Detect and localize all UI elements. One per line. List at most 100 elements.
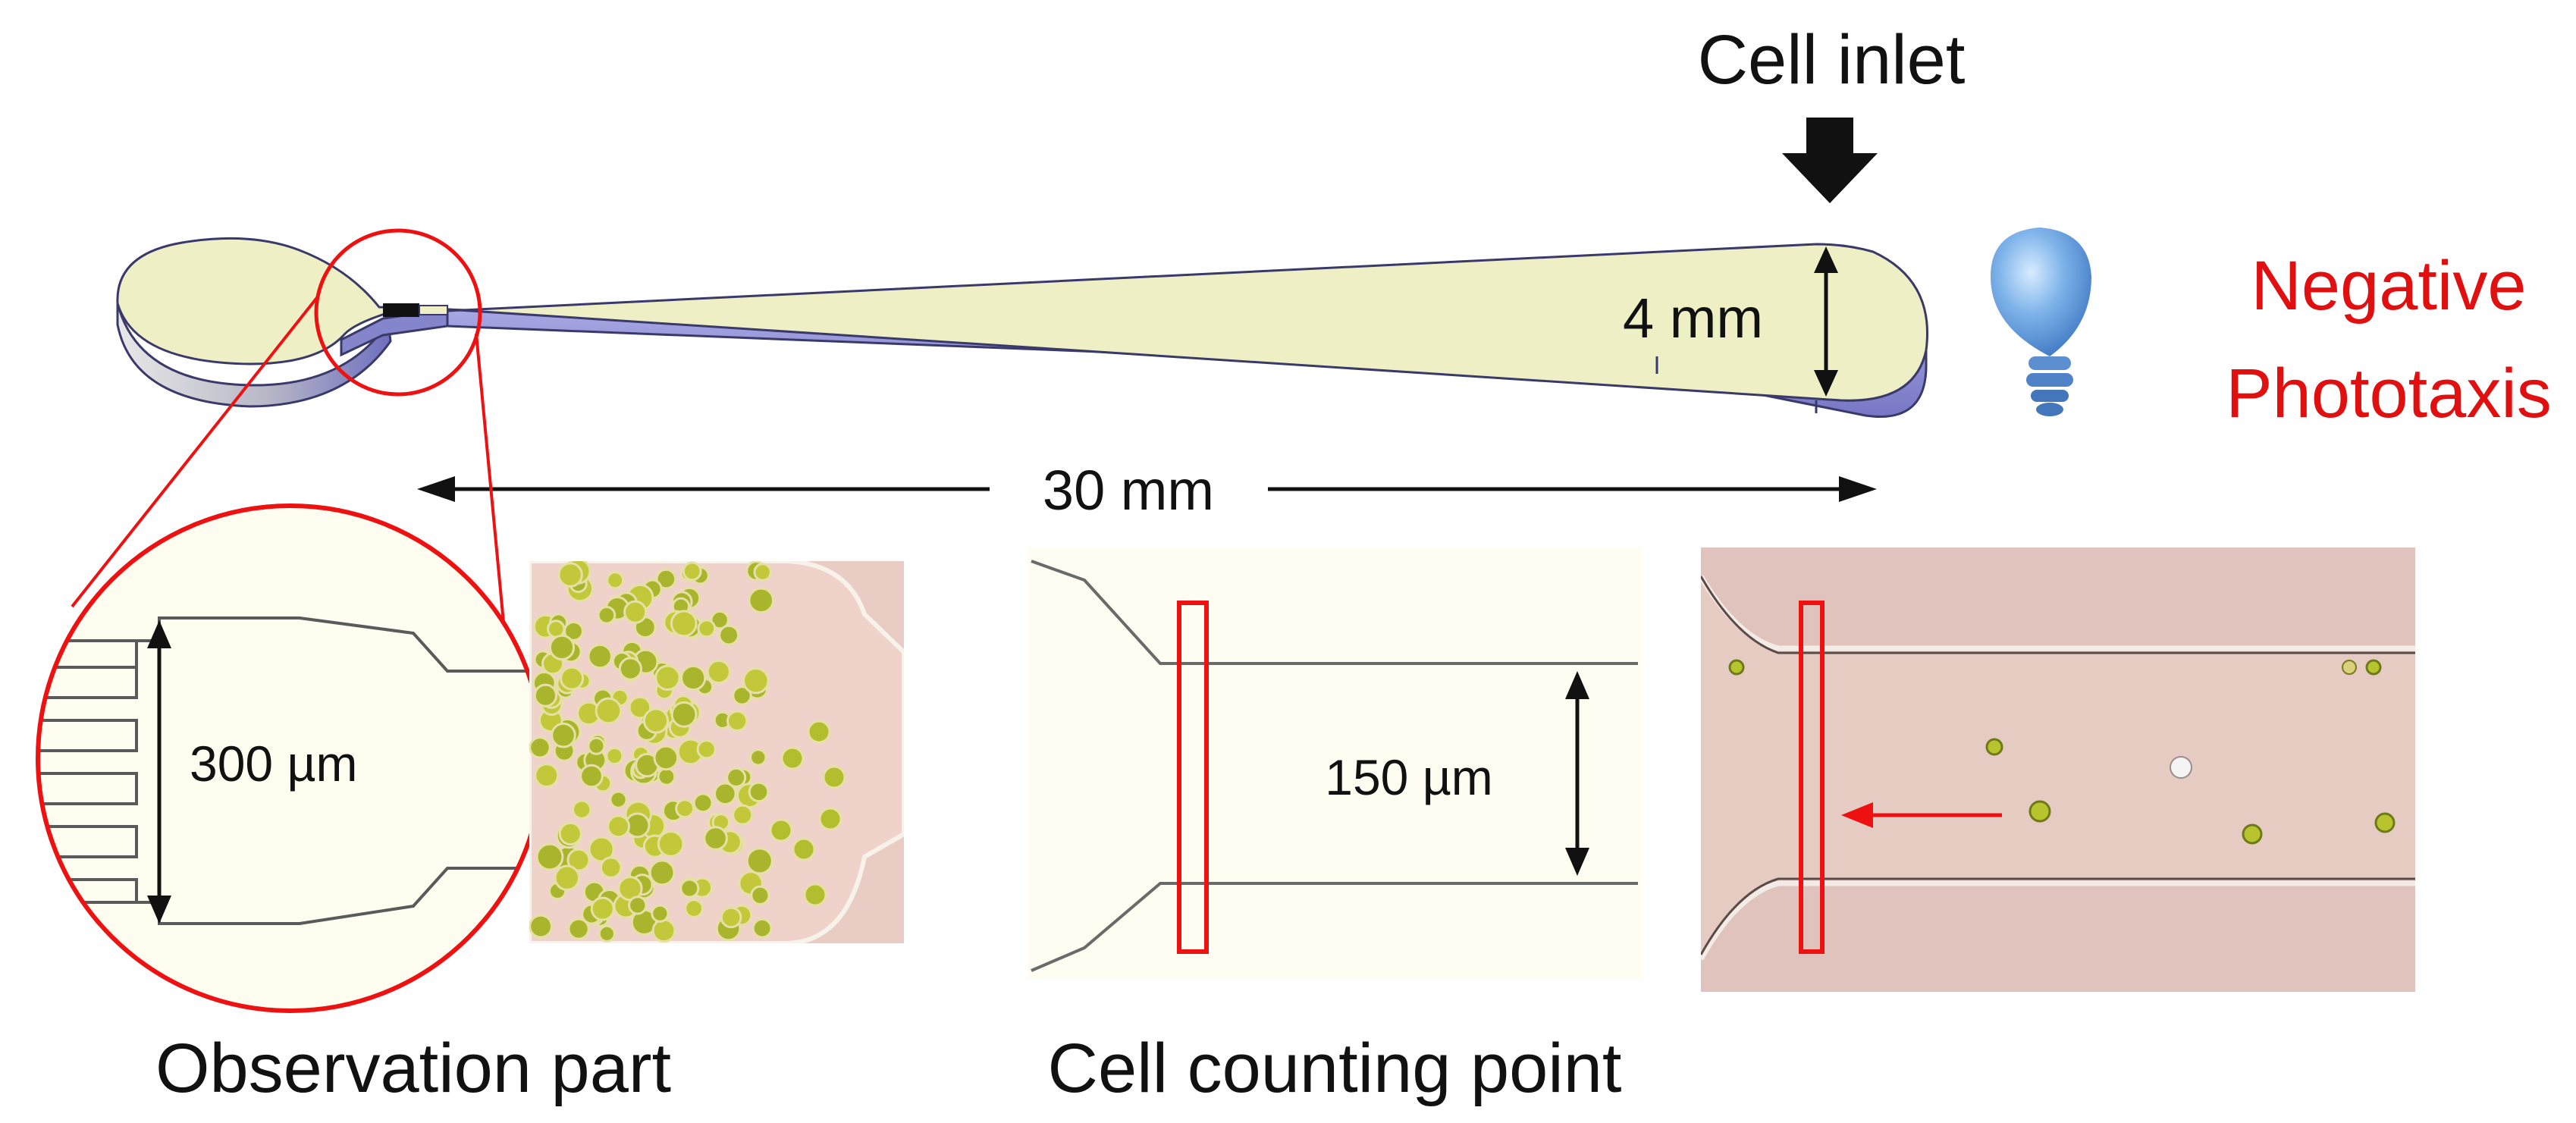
cell [670,610,698,638]
cell [529,914,553,939]
microfluidic-chamber [116,237,1929,418]
cell [696,739,717,760]
observation-zoom-view: 300 µm [36,503,545,1013]
cell [533,683,558,707]
cell [605,747,624,765]
observation-chamber-marker [383,303,419,317]
cell [745,847,773,875]
cell [1728,659,1745,676]
cell [2242,823,2263,845]
cell [818,807,842,831]
cell [692,792,714,814]
cell [623,600,648,624]
observation-cell-cluster [529,561,846,943]
counting-window-outline [1177,601,1209,954]
cell [587,736,606,755]
cell [670,701,698,728]
counting-caption: Cell counting point [1048,1030,1622,1107]
cell [600,856,623,879]
cell [554,864,580,891]
cell [769,818,793,842]
cell [567,918,590,940]
cell [653,745,679,771]
cell [654,664,681,691]
cell [566,848,591,872]
cell [551,722,576,748]
cell [651,904,670,923]
cell [726,710,748,732]
counting-micrograph [1701,547,2415,992]
cell [657,767,676,786]
cell [697,619,717,638]
cell [792,837,816,861]
observation-caption: Observation part [155,1030,671,1107]
cell [742,667,770,695]
counting-width-label: 150 µm [1325,749,1492,805]
cell [534,763,560,788]
cell [807,720,831,744]
cell [618,657,643,681]
cell [2170,756,2192,779]
cell [2365,659,2382,676]
down-arrow-icon [1782,118,1878,203]
cell [2374,812,2396,833]
cell [718,624,739,646]
cell [655,568,677,590]
negative-phototaxis-label-line1: Negative [2251,247,2526,325]
cell [607,814,630,839]
cell [684,899,704,918]
cell [595,697,623,725]
cell [720,906,742,929]
cell [732,804,754,826]
cell [706,659,731,685]
zoom-source-circle [314,228,482,397]
channel-width-dimension: 4 mm [1623,246,1838,397]
cell [587,643,613,670]
chamber-top-face [116,237,1929,402]
cell [750,885,770,906]
cell [726,767,747,788]
cell [588,836,615,863]
cell [680,664,707,692]
cell [749,748,767,767]
cell [557,562,583,588]
cell [748,781,770,803]
cell [590,896,615,921]
left-arrow-icon [1841,802,2002,828]
cell-inlet-label: Cell inlet [1698,21,1966,99]
counting-cells [1728,659,2396,845]
cell [548,634,576,661]
cell [748,587,775,614]
cell [628,896,648,915]
cell [780,746,805,770]
cell [714,782,737,806]
channel-length-dimension: 30 mm [417,459,1877,522]
cell [2342,660,2357,675]
light-bulb-icon [1991,227,2091,416]
cell [598,924,616,943]
cell [2028,800,2051,823]
cell [1985,738,2003,756]
cell [642,707,670,734]
channel-width-label: 4 mm [1623,287,1763,350]
cell [609,790,628,809]
cell [682,561,702,582]
counting-channel-marker [419,305,448,315]
cell [710,610,730,630]
cell [679,878,700,899]
cell [579,764,604,789]
cell [628,695,652,720]
observation-width-label: 300 µm [190,736,357,792]
cell [753,563,772,582]
cell [558,821,582,846]
cell [560,666,585,691]
cell [732,685,752,706]
cell [803,883,827,907]
cell [572,799,592,820]
cell [822,765,846,789]
cell [657,830,685,858]
observation-micrograph [529,561,904,943]
cell [675,798,695,819]
counting-schematic: 150 µm [1028,547,1642,980]
